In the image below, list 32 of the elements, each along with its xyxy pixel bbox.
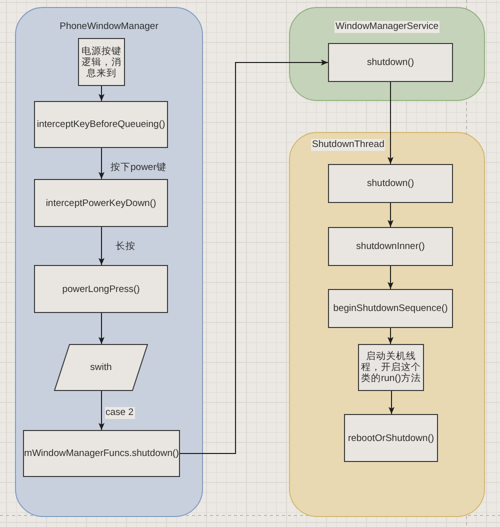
process-box: mWindowManagerFuncs.shutdown() bbox=[23, 430, 180, 477]
arrow bbox=[98, 148, 104, 180]
edge-label: 长按 bbox=[116, 241, 136, 253]
process-box: rebootOrShutdown() bbox=[344, 414, 438, 462]
process-box: 电源按键逻辑，消息来到 bbox=[78, 38, 125, 86]
process-box: interceptPowerKeyDown() bbox=[34, 179, 168, 227]
lane-panel bbox=[289, 132, 485, 517]
edge-label: case 2 bbox=[104, 407, 134, 419]
arrow bbox=[388, 202, 394, 228]
process-box: shutdown() bbox=[328, 164, 453, 203]
process-box: powerLongPress() bbox=[34, 265, 168, 313]
arrow bbox=[98, 86, 104, 102]
lane-title: PhoneWindowManager bbox=[60, 21, 158, 33]
arrow bbox=[98, 226, 104, 266]
process-box: 启动关机线程，开启这个类的run()方法 bbox=[358, 344, 424, 391]
process-box: interceptKeyBeforeQueueing() bbox=[34, 101, 168, 148]
process-box: beginShutdownSequence() bbox=[328, 289, 453, 328]
lane-panel bbox=[289, 7, 485, 101]
process-box: shutdown() bbox=[328, 43, 453, 82]
edge-label: 按下power键 bbox=[110, 162, 166, 174]
arrow bbox=[98, 390, 104, 430]
arrow bbox=[388, 328, 394, 344]
lane-title: ShutdownThread bbox=[311, 139, 386, 151]
arrow bbox=[388, 390, 394, 414]
arrow bbox=[388, 82, 394, 164]
lane-panel bbox=[15, 7, 203, 517]
lane-title: WindowManagerService bbox=[334, 21, 440, 33]
arrow bbox=[180, 60, 328, 454]
parallelogram-box: swith bbox=[54, 344, 148, 391]
process-box: shutdownInner() bbox=[328, 227, 453, 266]
arrow bbox=[388, 266, 394, 290]
arrow bbox=[98, 312, 104, 344]
